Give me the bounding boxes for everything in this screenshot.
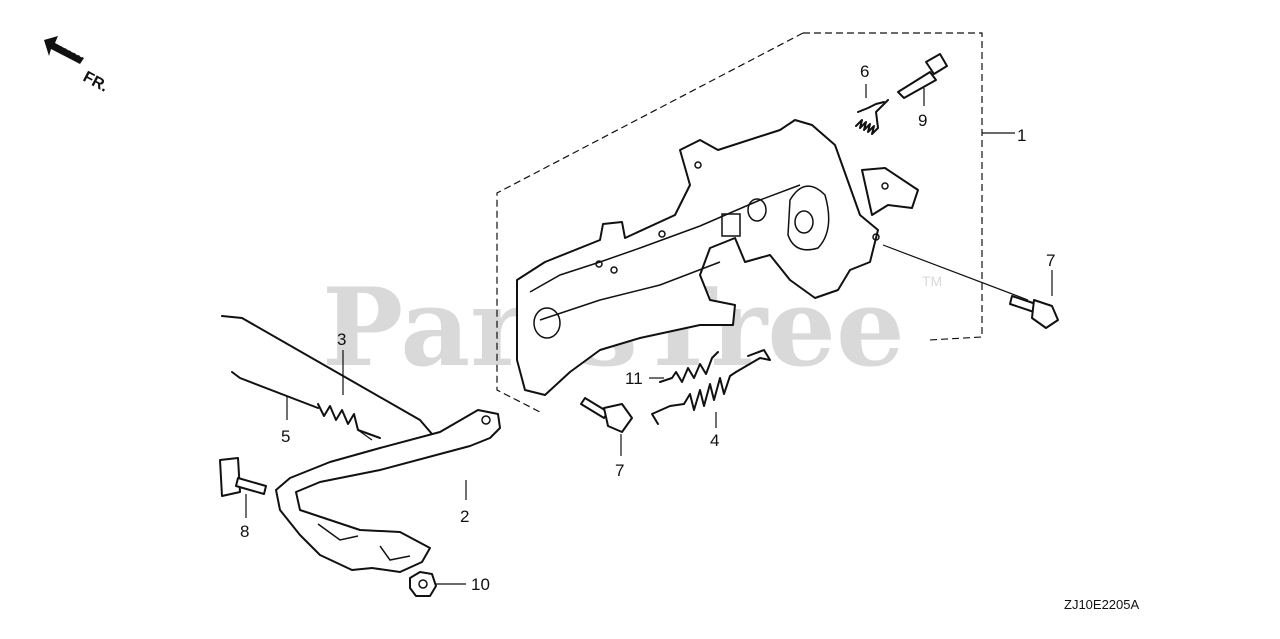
callout-11: 11 — [625, 369, 643, 388]
part-9-screw — [897, 53, 948, 106]
diagram-code: ZJ10E2205A — [1064, 597, 1139, 612]
part-8-bolt — [219, 457, 267, 518]
assembly-outline — [496, 32, 1015, 413]
part-6-spring — [855, 84, 889, 135]
part-7-bolt-lower — [580, 397, 633, 456]
part-5-rod-spring — [231, 371, 381, 441]
callout-6: 6 — [860, 62, 869, 81]
part-10-nut — [409, 571, 466, 597]
callout-5: 5 — [281, 427, 290, 446]
watermark-trademark: TM — [922, 273, 942, 289]
callout-7-lower: 7 — [615, 461, 624, 480]
callout-7-upper: 7 — [1046, 251, 1055, 270]
front-direction-indicator: FR. — [44, 36, 111, 96]
part-2-control-lever — [275, 409, 501, 573]
front-label: FR. — [80, 69, 111, 96]
callout-3: 3 — [337, 330, 346, 349]
part-11-spring — [649, 351, 719, 383]
callout-4: 4 — [710, 431, 719, 450]
callout-1: 1 — [1017, 126, 1026, 145]
part-1-control-base — [516, 119, 919, 396]
callout-8: 8 — [240, 522, 249, 541]
callout-2: 2 — [460, 507, 469, 526]
part-7-bolt-upper — [882, 244, 1059, 329]
callout-9: 9 — [918, 111, 927, 130]
part-4-tension-spring — [651, 349, 771, 428]
front-arrow-icon — [44, 36, 84, 64]
callout-10: 10 — [471, 575, 490, 594]
callout-labels: 1 2 3 4 5 6 7 7 8 9 10 11 — [240, 62, 1055, 594]
